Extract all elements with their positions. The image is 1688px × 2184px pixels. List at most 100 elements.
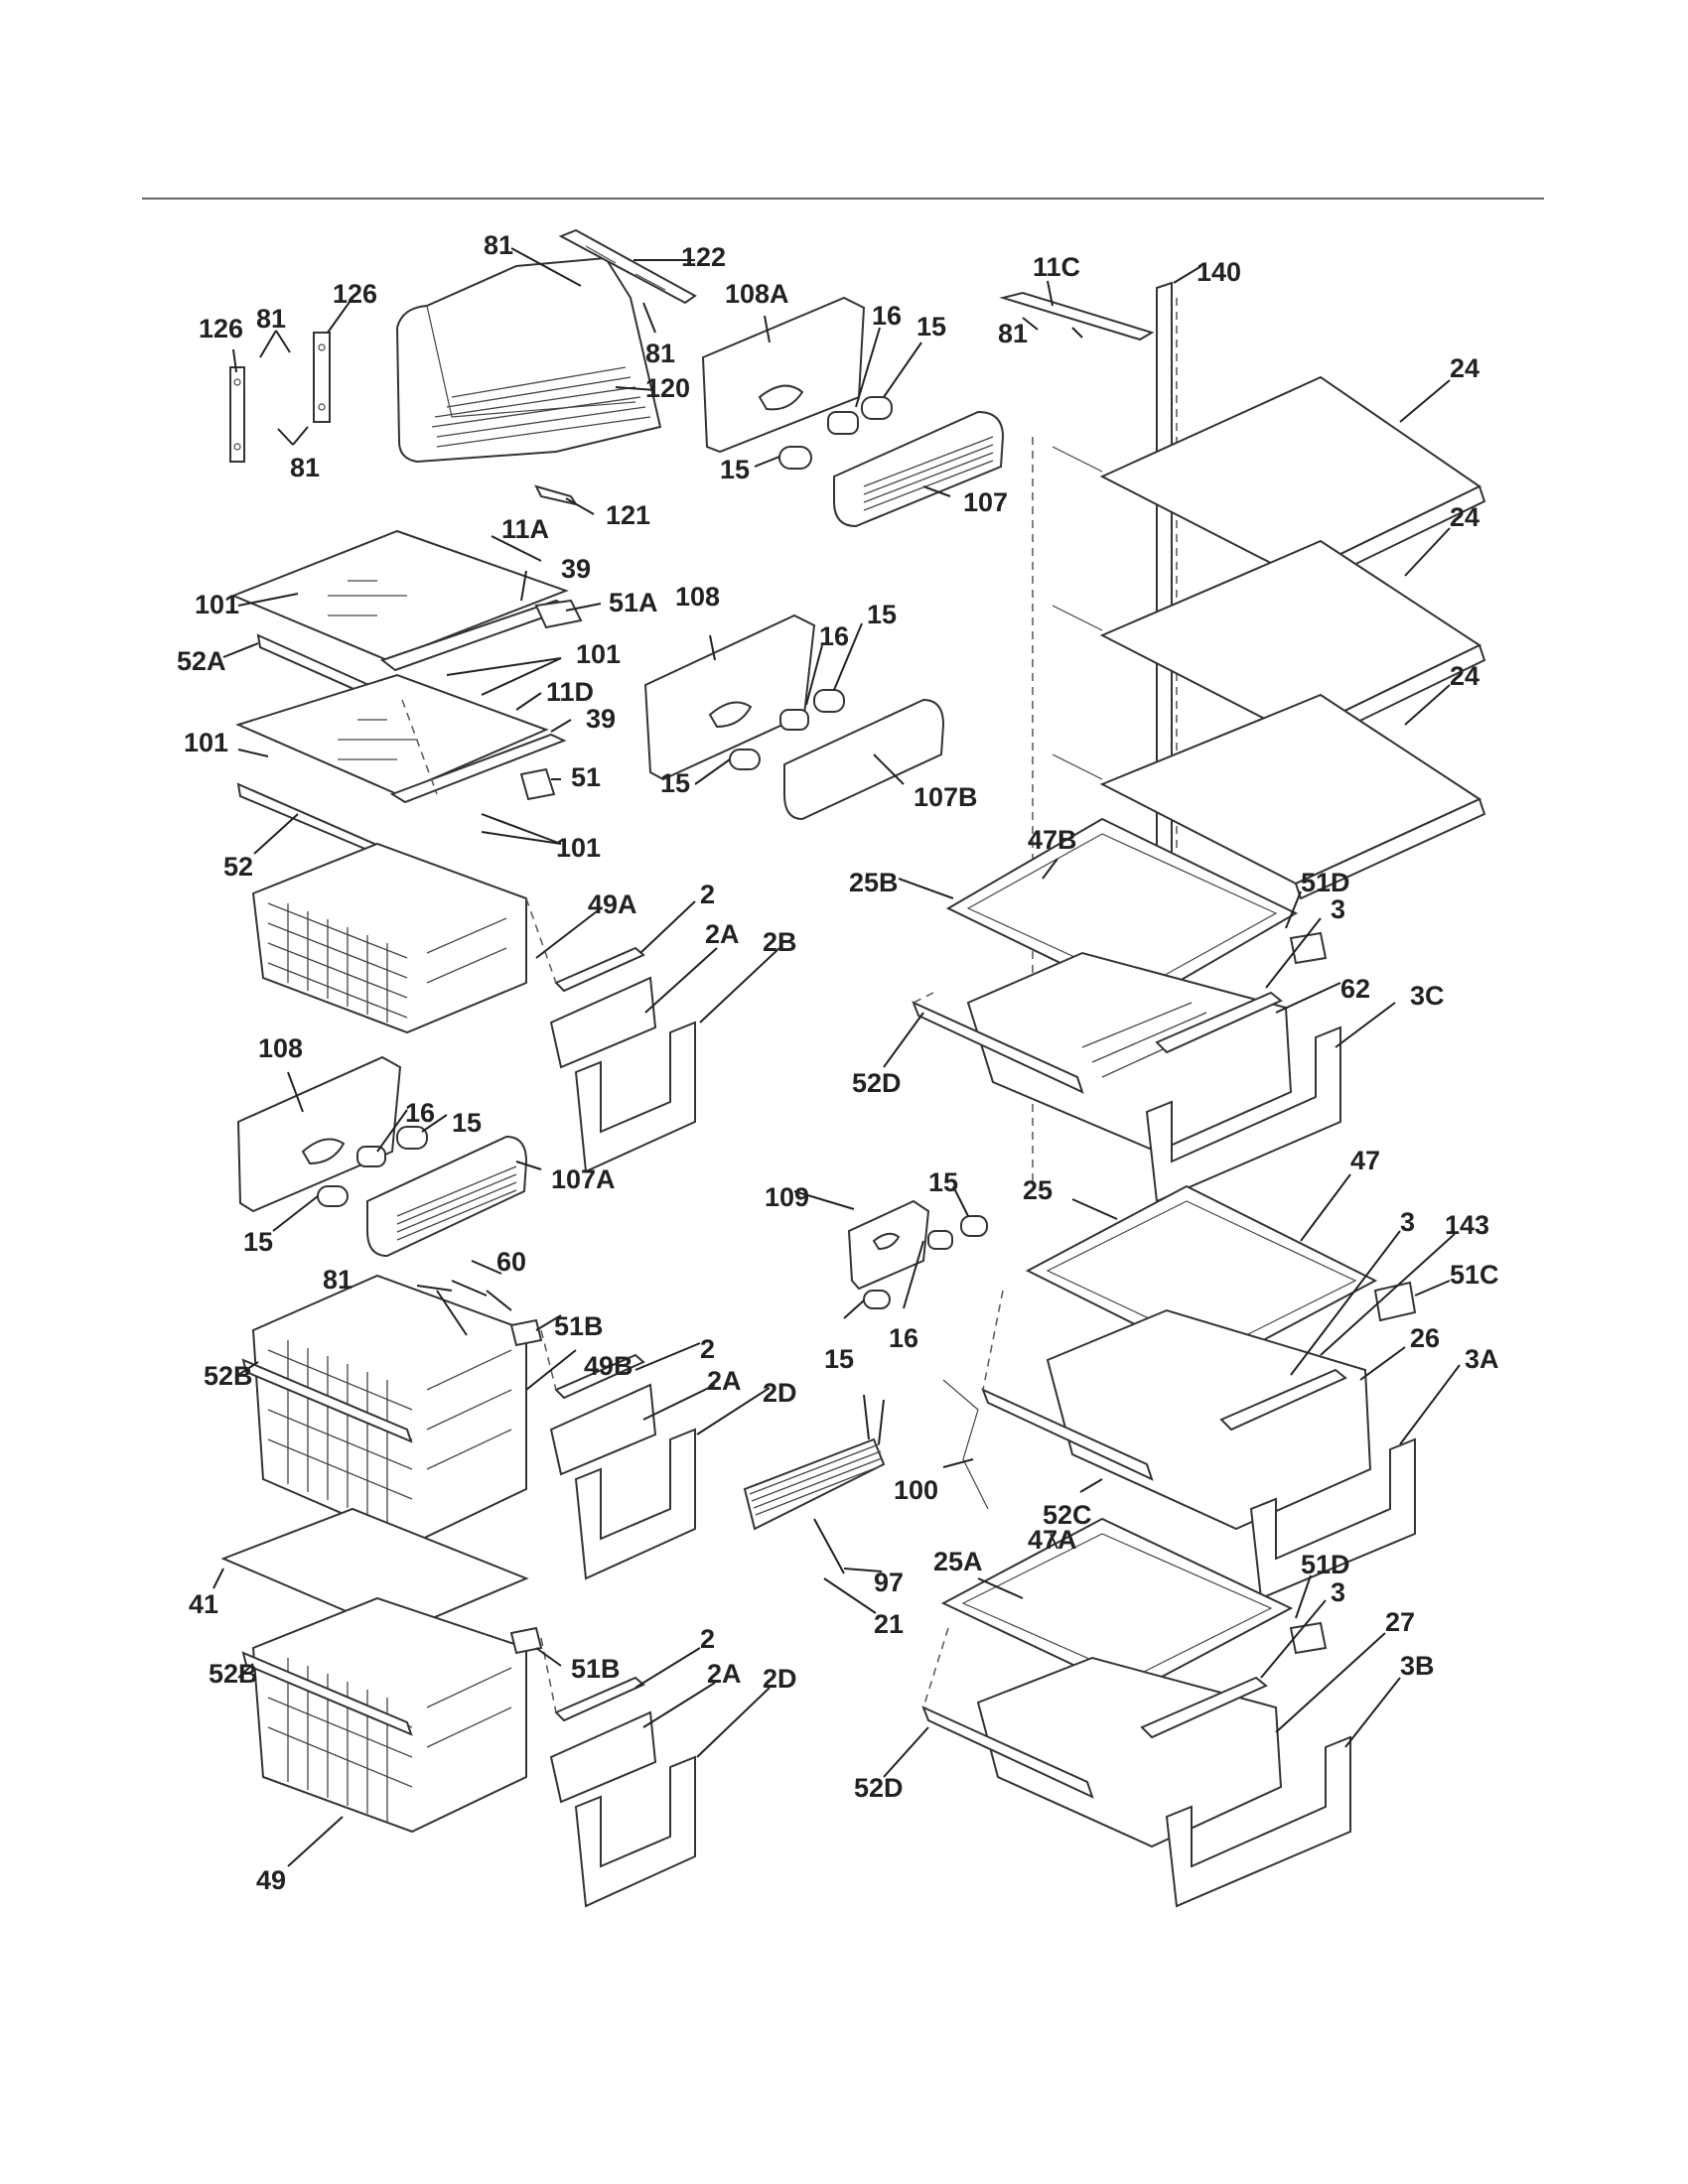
label-51D: 51D bbox=[1301, 1550, 1350, 1579]
label-126: 126 bbox=[333, 279, 377, 309]
label-25: 25 bbox=[1023, 1175, 1053, 1205]
label-2A: 2A bbox=[705, 919, 740, 949]
shelf-end-51 bbox=[519, 767, 556, 801]
label-52D: 52D bbox=[852, 1068, 902, 1098]
label-24: 24 bbox=[1450, 661, 1479, 691]
shelf-glass-11D bbox=[235, 673, 549, 796]
label-109: 109 bbox=[765, 1182, 809, 1212]
wire-100 bbox=[942, 1379, 989, 1510]
label-52B: 52B bbox=[204, 1361, 253, 1391]
label-52: 52 bbox=[223, 852, 253, 882]
cover-3C bbox=[1145, 1025, 1341, 1203]
label-107A: 107A bbox=[551, 1164, 616, 1194]
label-27: 27 bbox=[1385, 1607, 1415, 1637]
label-52B: 52B bbox=[209, 1659, 258, 1689]
label-3B: 3B bbox=[1400, 1651, 1435, 1681]
label-2D: 2D bbox=[763, 1378, 797, 1408]
light-housing-108-low bbox=[236, 1055, 402, 1213]
label-101: 101 bbox=[556, 833, 601, 863]
end-51B-upper bbox=[509, 1318, 543, 1347]
label-49A: 49A bbox=[588, 889, 637, 919]
label-15: 15 bbox=[452, 1108, 482, 1138]
trim-39-mid bbox=[389, 733, 567, 804]
trim-2-low bbox=[554, 1676, 645, 1722]
label-126: 126 bbox=[199, 314, 243, 343]
label-15: 15 bbox=[867, 600, 897, 629]
label-11C: 11C bbox=[1033, 252, 1080, 282]
bracket-126-left bbox=[229, 366, 245, 463]
rail-52D-top bbox=[912, 1001, 1084, 1094]
label-101: 101 bbox=[195, 590, 239, 619]
label-3: 3 bbox=[1331, 894, 1345, 924]
label-15: 15 bbox=[660, 768, 690, 798]
heater-97 bbox=[743, 1394, 886, 1574]
shelf-24-low bbox=[1052, 693, 1486, 900]
label-108: 108 bbox=[675, 582, 720, 612]
label-2: 2 bbox=[700, 1624, 715, 1654]
label-101: 101 bbox=[184, 728, 228, 757]
light-housing-108-mid bbox=[643, 614, 816, 781]
rail-52B-upper bbox=[241, 1358, 413, 1443]
cover-41 bbox=[220, 1507, 529, 1635]
label-3C: 3C bbox=[1410, 981, 1445, 1011]
basket-49A bbox=[251, 842, 527, 1034]
lens-107B bbox=[783, 698, 945, 821]
label-3: 3 bbox=[1331, 1577, 1345, 1607]
label-108: 108 bbox=[258, 1033, 303, 1063]
label-120: 120 bbox=[645, 373, 690, 403]
bracket-11C bbox=[999, 291, 1155, 341]
label-47A: 47A bbox=[1028, 1525, 1077, 1555]
label-81: 81 bbox=[998, 319, 1028, 348]
label-15: 15 bbox=[824, 1344, 854, 1374]
cover-3A bbox=[1249, 1437, 1416, 1600]
trim-2A-low bbox=[549, 1710, 657, 1804]
bin-120 bbox=[395, 256, 662, 506]
bracket-126-right bbox=[313, 332, 331, 423]
cover-3B bbox=[1165, 1735, 1351, 1908]
label-140: 140 bbox=[1196, 257, 1241, 287]
label-51B: 51B bbox=[554, 1311, 604, 1341]
label-2: 2 bbox=[700, 880, 715, 909]
trim-2A-mid bbox=[549, 1383, 657, 1476]
label-11A: 11A bbox=[501, 514, 549, 544]
label-101: 101 bbox=[576, 639, 621, 669]
crisper-cover-25A bbox=[940, 1517, 1294, 1695]
label-16: 16 bbox=[889, 1323, 918, 1353]
label-52A: 52A bbox=[177, 646, 226, 676]
label-41: 41 bbox=[189, 1589, 218, 1619]
label-49B: 49B bbox=[584, 1351, 633, 1381]
label-16: 16 bbox=[405, 1098, 435, 1128]
label-3A: 3A bbox=[1465, 1344, 1499, 1374]
trim-2A-top bbox=[549, 976, 657, 1069]
label-24: 24 bbox=[1450, 502, 1479, 532]
label-108A: 108A bbox=[725, 279, 789, 309]
label-81: 81 bbox=[323, 1265, 352, 1295]
label-2A: 2A bbox=[707, 1659, 742, 1689]
label-15: 15 bbox=[243, 1227, 273, 1257]
label-122: 122 bbox=[681, 242, 726, 272]
label-2B: 2B bbox=[763, 927, 797, 957]
trim-3-mid bbox=[1219, 1368, 1347, 1432]
label-21: 21 bbox=[874, 1609, 904, 1639]
label-81: 81 bbox=[484, 230, 513, 260]
cover-2D-low bbox=[574, 1755, 696, 1908]
label-51C: 51C bbox=[1450, 1260, 1499, 1290]
label-51: 51 bbox=[571, 762, 601, 792]
label-100: 100 bbox=[894, 1475, 938, 1505]
label-2A: 2A bbox=[707, 1366, 742, 1396]
drawer-26 bbox=[1046, 1308, 1372, 1531]
label-49: 49 bbox=[256, 1865, 286, 1895]
label-81: 81 bbox=[645, 339, 675, 368]
label-26: 26 bbox=[1410, 1323, 1440, 1353]
label-15: 15 bbox=[928, 1167, 958, 1197]
label-15: 15 bbox=[720, 455, 750, 484]
label-60: 60 bbox=[496, 1247, 526, 1277]
label-52D: 52D bbox=[854, 1773, 904, 1803]
label-2D: 2D bbox=[763, 1664, 797, 1694]
label-81: 81 bbox=[290, 453, 320, 482]
cover-2B bbox=[574, 1021, 696, 1173]
dashed-guides bbox=[401, 699, 1004, 1713]
label-107B: 107B bbox=[914, 782, 978, 812]
end-51D-top bbox=[1289, 931, 1328, 965]
